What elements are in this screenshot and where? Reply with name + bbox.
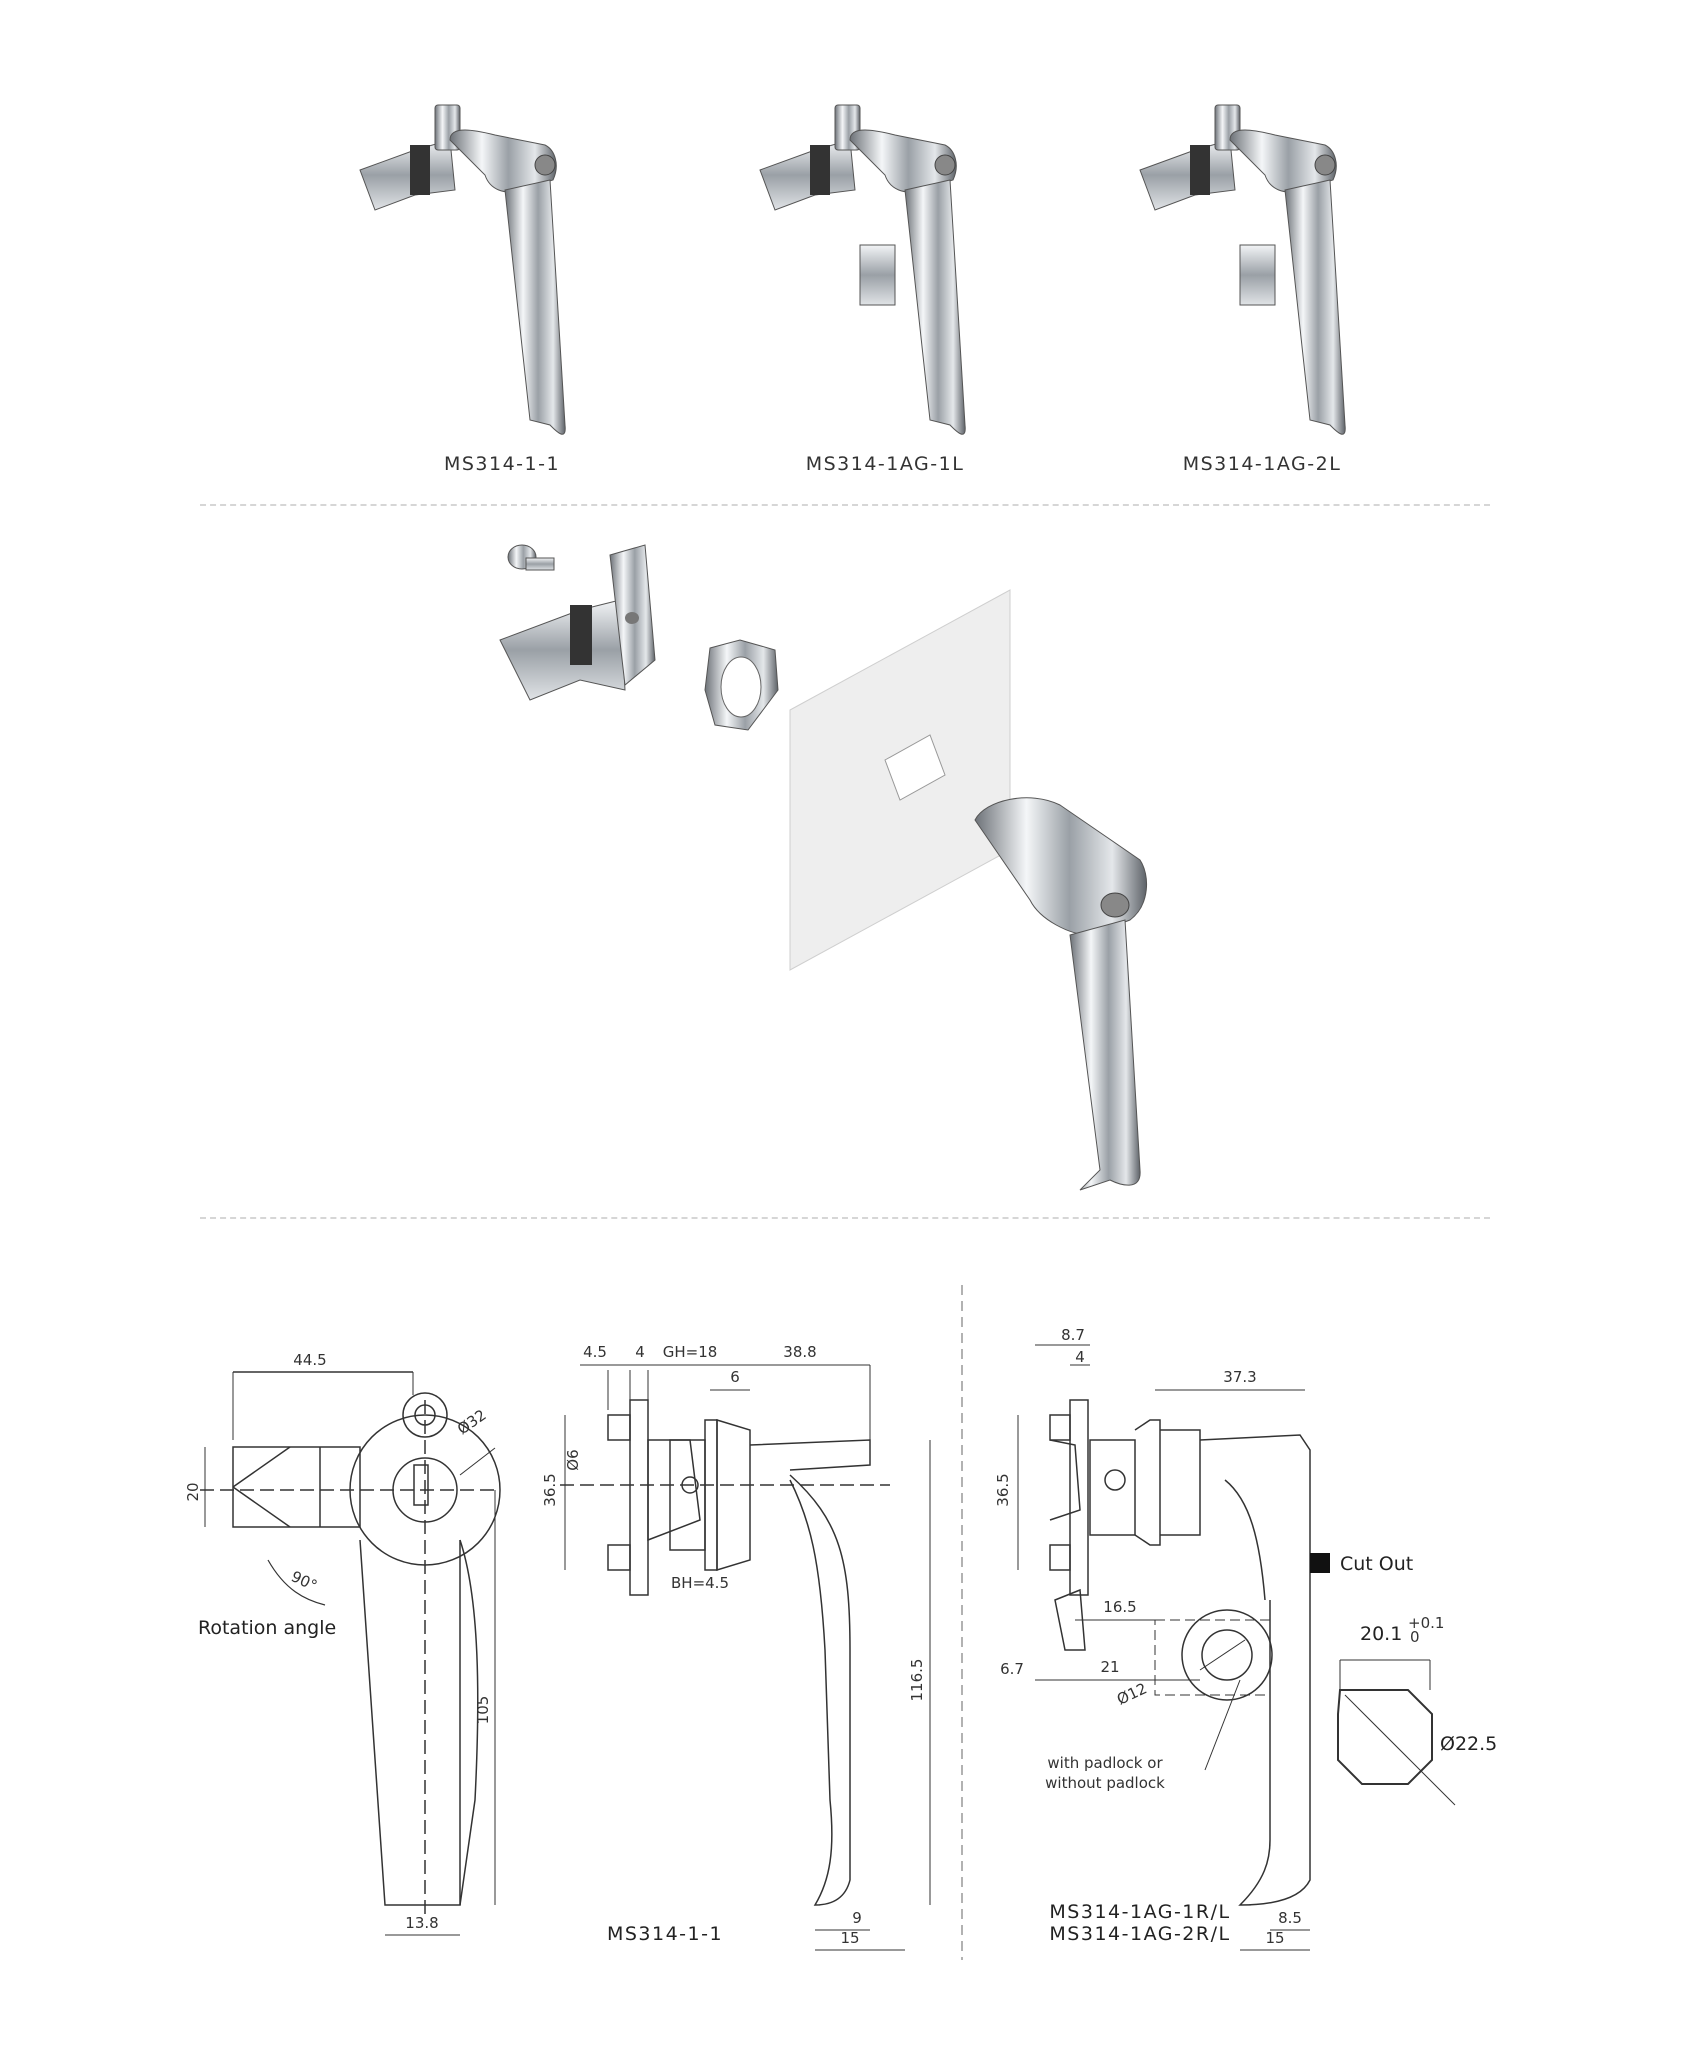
cam-part [499, 544, 656, 701]
dim-15-padlock: 15 [1265, 1929, 1284, 1947]
dim-diameter: Ø32 [454, 1406, 490, 1438]
cutout-tol-upper: +0.1 [1408, 1614, 1444, 1632]
product-image-2 [759, 104, 966, 435]
dim-388: 38.8 [783, 1343, 816, 1361]
screw-part [507, 544, 555, 571]
dim-15: 15 [840, 1929, 859, 1947]
rotation-angle-label: Rotation angle [198, 1617, 336, 1639]
dim-67: 6.7 [1000, 1660, 1024, 1678]
padlock-model-label-1: MS314-1AG-1R/L [1049, 1901, 1230, 1923]
cutout-marker-icon [1310, 1553, 1330, 1573]
exploded-view [499, 544, 1148, 1191]
dim-length: 105 [474, 1696, 492, 1725]
dim-4-padlock: 4 [1075, 1348, 1085, 1366]
padlock-note-line-2: without padlock [1045, 1774, 1165, 1792]
panel-plate [789, 589, 1011, 971]
dim-1165: 116.5 [908, 1659, 926, 1702]
section-divider-2 [200, 1217, 1490, 1219]
dim-4: 4 [635, 1343, 645, 1361]
dim-6: 6 [730, 1368, 740, 1386]
dim-165: 16.5 [1103, 1598, 1136, 1616]
cutout-tol-lower: 0 [1410, 1628, 1420, 1646]
dim-373: 37.3 [1223, 1368, 1256, 1386]
cutout-drawing [1310, 1553, 1456, 1806]
section-divider-1 [200, 504, 1490, 506]
dim-height-blade: 20 [184, 1482, 202, 1501]
product-image-3 [1139, 104, 1346, 435]
dim-85: 8.5 [1278, 1909, 1302, 1927]
front-view-drawing [200, 1371, 501, 1936]
product-model-label-2: MS314-1AG-1L [805, 453, 965, 475]
dim-width-top: 44.5 [293, 1351, 326, 1369]
cutout-label: Cut Out [1340, 1553, 1413, 1575]
dim-bottom-width: 13.8 [405, 1914, 438, 1932]
product-image-1 [359, 104, 566, 435]
dim-87: 8.7 [1061, 1326, 1085, 1344]
dim-365: 36.5 [541, 1473, 559, 1506]
nut-part [704, 639, 779, 731]
padlock-view-drawing [1017, 1344, 1311, 1951]
product-model-label-3: MS314-1AG-2L [1182, 453, 1342, 475]
cutout-width: 20.1 [1360, 1623, 1402, 1645]
product-model-label-1: MS314-1-1 [443, 453, 561, 475]
dim-45: 4.5 [583, 1343, 607, 1361]
cutout-diameter: Ø22.5 [1440, 1733, 1497, 1755]
padlock-note-line-1: with padlock or [1047, 1754, 1163, 1772]
dim-21: 21 [1100, 1658, 1119, 1676]
dim-phi6: Ø6 [564, 1449, 582, 1470]
dim-365-padlock: 36.5 [994, 1473, 1012, 1506]
lock-body [974, 797, 1148, 1191]
side-view-model-label: MS314-1-1 [607, 1923, 723, 1945]
dim-phi12: Ø12 [1114, 1679, 1150, 1708]
padlock-model-label-2: MS314-1AG-2R/L [1049, 1923, 1230, 1945]
dim-bh: BH=4.5 [671, 1574, 729, 1592]
dim-9: 9 [852, 1909, 862, 1927]
dim-gh: GH=18 [663, 1343, 718, 1361]
side-view-drawing [560, 1364, 931, 1951]
